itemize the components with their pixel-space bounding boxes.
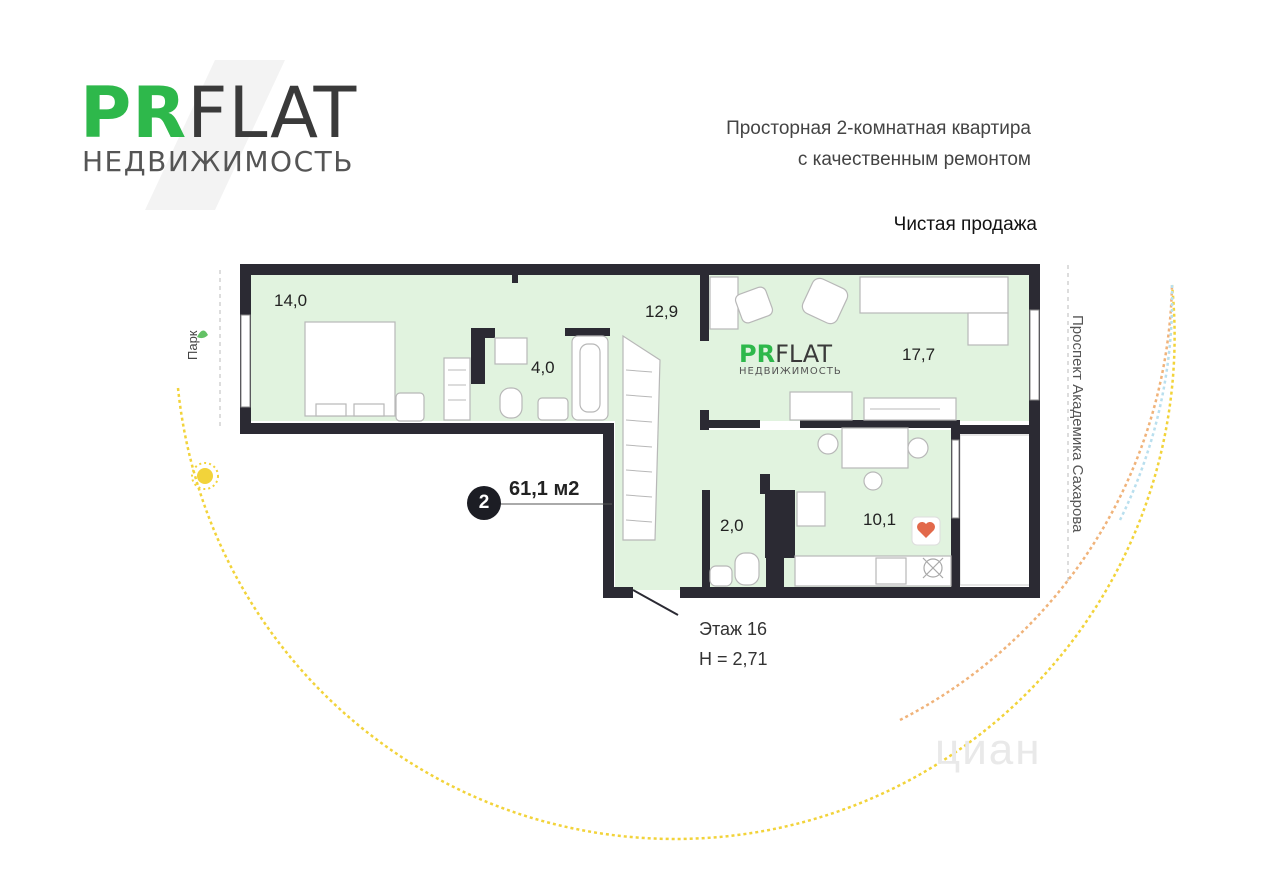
inner-logo-sub: НЕДВИЖИМОСТЬ — [739, 366, 842, 377]
sale-type: Чистая продажа — [893, 214, 1037, 235]
description-line-1: Просторная 2-комнатная квартира — [726, 118, 1031, 139]
room-area-hallway: 12,9 — [645, 302, 679, 321]
logo-accent: PR — [80, 72, 188, 154]
plan-watermark-logo: PRFLAT НЕДВИЖИМОСТЬ — [739, 342, 842, 377]
room-area-bathroom: 4,0 — [531, 358, 555, 377]
rooms-count-badge: 2 — [467, 486, 501, 520]
balcony — [959, 434, 1031, 586]
inner-logo-accent: PR — [739, 340, 776, 368]
sun-path-arc — [176, 284, 1176, 841]
inner-logo-main: FLAT — [775, 340, 833, 368]
floor-number: Этаж 16 — [699, 619, 768, 639]
ceiling-height: H = 2,71 — [699, 649, 768, 669]
wardrobe-hatching — [448, 369, 940, 523]
room-area-bedroom: 14,0 — [274, 291, 308, 310]
street-label: Проспект Академика Сахарова — [1069, 315, 1086, 533]
room-area-living: 17,7 — [902, 345, 936, 364]
entrance-door — [632, 589, 679, 616]
furniture — [304, 276, 1009, 587]
total-area: 61,1 м2 — [509, 478, 580, 500]
room-area-toilet: 2,0 — [720, 516, 744, 535]
logo: PRFLAT — [80, 78, 357, 148]
logo-subtitle: НЕДВИЖИМОСТЬ — [82, 145, 354, 178]
cian-watermark: циан — [935, 725, 1042, 774]
room-area-kitchen: 10,1 — [863, 510, 897, 529]
sun-icon — [191, 462, 219, 490]
floor-info: Этаж 16 H = 2,71 — [699, 614, 768, 674]
plant-icon — [922, 557, 944, 579]
park-label: Парк — [185, 330, 200, 361]
sun-path-arc-top — [1118, 284, 1174, 521]
apartment-description: Просторная 2-комнатная квартира с качест… — [726, 113, 1031, 175]
windows — [240, 309, 1040, 519]
heart-icon — [911, 516, 941, 546]
logo-main: FLAT — [187, 72, 358, 154]
description-line-2: с качественным ремонтом — [797, 149, 1031, 170]
leaf-icon — [197, 330, 208, 339]
